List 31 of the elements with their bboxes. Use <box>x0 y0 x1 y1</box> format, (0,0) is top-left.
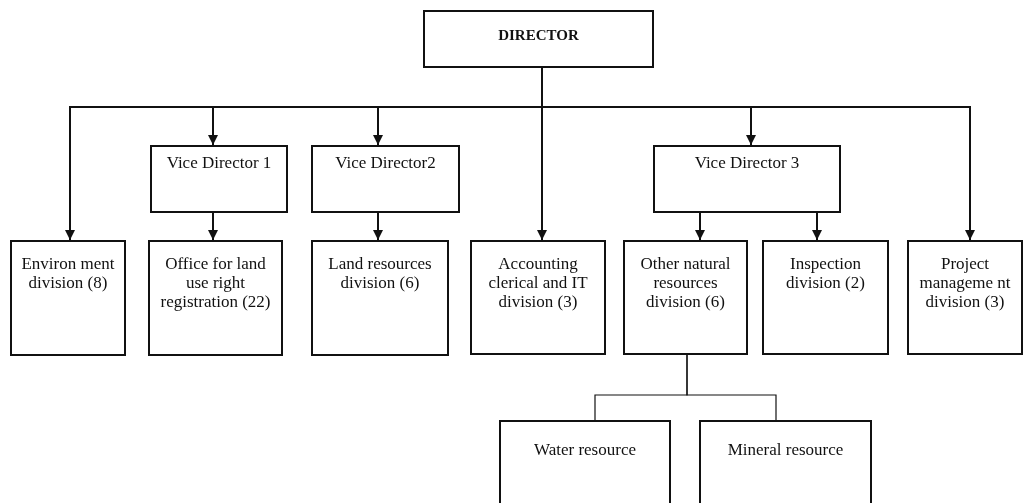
org-box <box>150 145 288 213</box>
arrow <box>812 212 822 241</box>
connector-line <box>686 354 777 421</box>
box-label: Environ ment division (8) <box>20 254 116 294</box>
box-label: Office for land use right registration (22) <box>159 254 272 313</box>
box-label: Water resource <box>534 440 636 461</box>
box-label: Mineral resource <box>727 440 844 461</box>
box-label: Vice Director2 <box>335 153 436 174</box>
org-box <box>311 240 449 356</box>
org-box <box>762 240 889 355</box>
org-box <box>699 420 872 503</box>
arrow <box>208 212 218 241</box>
org-box <box>10 240 126 356</box>
org-box <box>907 240 1023 355</box>
org-box <box>653 145 841 213</box>
org-box <box>311 145 460 213</box>
box-label: Project manageme nt division (3) <box>918 254 1012 313</box>
org-box <box>148 240 283 356</box>
box-label: DIRECTOR <box>498 26 579 45</box>
box-label: Other natural resources division (6) <box>639 254 732 313</box>
org-box <box>423 10 654 68</box>
arrow <box>373 212 383 241</box>
box-label: Accounting clerical and IT division (3) <box>487 254 589 313</box>
box-label: Land resources division (6) <box>327 254 433 294</box>
box-label: Vice Director 1 <box>166 153 272 174</box>
org-box <box>499 420 671 503</box>
org-box <box>470 240 606 355</box>
arrow <box>695 212 705 241</box>
box-label: Vice Director 3 <box>694 153 800 174</box>
org-box <box>623 240 748 355</box>
box-label: Inspection division (2) <box>785 254 866 294</box>
